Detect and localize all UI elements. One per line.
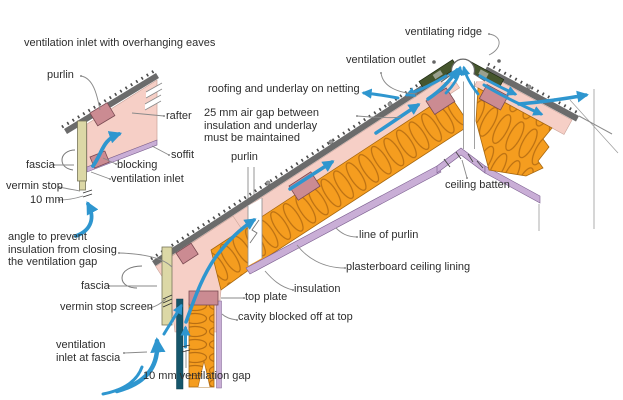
plasterboard-ceiling — [245, 165, 442, 275]
label-fascia-small: fascia — [26, 159, 55, 171]
line-of-purlin-strip — [247, 167, 263, 266]
ridge-bolt-right — [497, 59, 501, 63]
detail-gutter-profile — [61, 149, 76, 171]
ventilation-gap-board — [176, 298, 184, 390]
leader-lines — [53, 33, 500, 368]
airflow-slope-2 — [374, 103, 421, 135]
purlin-ridge-right — [478, 83, 509, 111]
purlin-mid-slope — [288, 171, 321, 201]
label-insulation: insulation — [294, 283, 341, 295]
airflow-exit-far-left — [361, 88, 400, 100]
airflow-exit-far-right — [517, 90, 589, 106]
purlin-eaves — [175, 242, 199, 265]
batten-marks — [443, 151, 484, 169]
label-air-gap-note: 25 mm air gap between insulation and und… — [204, 107, 319, 145]
airflow-inlet-swoosh — [114, 337, 166, 394]
insulation-left-slope — [210, 93, 471, 291]
wall-lining — [216, 300, 222, 389]
airflow-ridge-feeder-left — [444, 65, 464, 95]
label-purlin-main: purlin — [231, 151, 258, 163]
plasterboard-right — [484, 165, 541, 204]
detail-roofing — [64, 73, 159, 134]
label-fascia-main: fascia — [81, 280, 110, 292]
gutter-profile — [121, 265, 143, 289]
roofing-left-slope — [152, 68, 451, 266]
airflow-eaves-flow — [184, 218, 257, 324]
label-blocking: blocking — [117, 159, 158, 171]
airflow-ridge-feeder-right — [460, 65, 480, 96]
roofing-ticks-right — [487, 62, 581, 116]
label-plasterboard: plasterboard ceiling lining — [346, 261, 471, 273]
label-roofing-underlay: roofing and underlay on netting — [208, 83, 360, 95]
ridge-bolt-left — [432, 60, 436, 64]
label-ten-mm-ventilation-gap: 10 mm ventilation gap — [143, 370, 251, 382]
detail-purlin — [89, 102, 116, 127]
label-vermin-stop: vermin stop — [6, 180, 63, 192]
airflow-right-gap — [482, 83, 544, 116]
label-purlin-small: purlin — [47, 69, 74, 81]
detail-break-marks — [144, 82, 163, 111]
ceiling-batten-chevron — [436, 147, 486, 174]
detail-fascia — [77, 120, 87, 182]
airflow-exit-right — [478, 74, 518, 96]
airflow-detail-inlet — [74, 201, 99, 238]
label-rafter: rafter — [166, 110, 192, 122]
main-roof-section — [121, 58, 619, 390]
ridge-purlin-strip — [463, 73, 475, 149]
label-ventilating-ridge: ventilating ridge — [405, 26, 483, 38]
label-vermin-stop-screen: vermin stop screen — [60, 301, 153, 313]
label-cavity-blocked: cavity blocked off at top — [238, 311, 353, 323]
vermin-stop-screen-marks — [162, 294, 173, 308]
roof-fixings — [265, 84, 532, 186]
detail-vermin-stop — [79, 180, 86, 191]
detail-title: ventilation inlet with overhanging eaves — [24, 37, 216, 49]
roofing-right-slope — [484, 66, 579, 122]
label-ventilation-outlet: ventilation outlet — [346, 54, 426, 66]
fascia-board — [161, 246, 173, 326]
rafter-extension-line — [569, 99, 619, 154]
airflow-detail-curl — [91, 131, 123, 168]
airflow-eaves-small — [162, 303, 183, 336]
roofing-extension — [578, 115, 613, 135]
insulation-right-slope — [475, 87, 553, 177]
airflow-inlet-swoosh2 — [101, 365, 144, 396]
airflow-slope-1 — [288, 160, 335, 191]
detail-gap-ticks — [82, 189, 93, 198]
label-ten-mm: 10 mm — [30, 194, 64, 206]
label-ventilation-inlet: ventilation inlet — [111, 173, 184, 185]
label-line-of-purlin: line of purlin — [359, 229, 419, 241]
label-ceiling-batten: ceiling batten — [445, 179, 510, 191]
label-soffit: soffit — [171, 149, 195, 161]
label-top-plate: top plate — [245, 291, 288, 303]
label-ventilation-inlet-at-fascia: ventilation inlet at fascia — [56, 339, 121, 364]
wall-insulation-tear — [197, 360, 211, 388]
label-angle-note: angle to prevent insulation from closing… — [8, 231, 117, 269]
